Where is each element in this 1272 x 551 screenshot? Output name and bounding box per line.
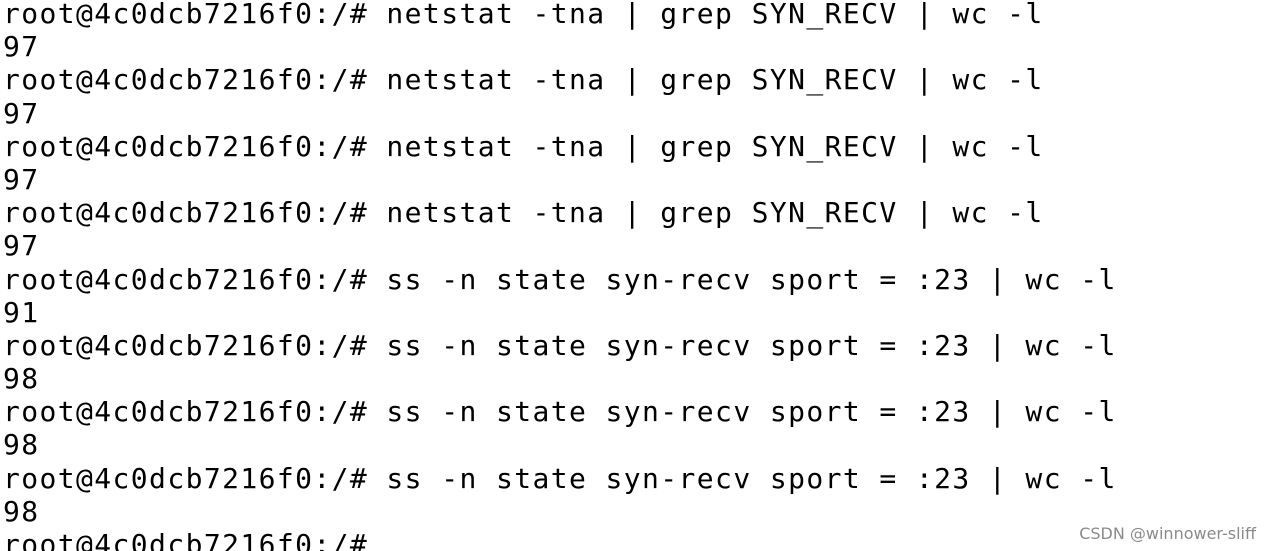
shell-prompt: root@4c0dcb7216f0:/# (3, 129, 369, 163)
terminal-line: root@4c0dcb7216f0:/# ss -n state syn-rec… (3, 462, 1117, 495)
terminal-line: root@4c0dcb7216f0:/# netstat -tna | grep… (3, 130, 1117, 163)
shell-command: netstat -tna | grep SYN_RECV | wc -l (386, 63, 1044, 97)
terminal-output: root@4c0dcb7216f0:/# netstat -tna | grep… (3, 0, 1117, 551)
terminal-line[interactable]: root@4c0dcb7216f0:/# (3, 528, 1117, 551)
terminal-line: root@4c0dcb7216f0:/# ss -n state syn-rec… (3, 395, 1117, 428)
shell-prompt: root@4c0dcb7216f0:/# (3, 262, 369, 296)
terminal-line: root@4c0dcb7216f0:/# ss -n state syn-rec… (3, 263, 1117, 296)
command-output: 97 (3, 229, 40, 263)
shell-prompt: root@4c0dcb7216f0:/# (3, 196, 369, 230)
shell-command: netstat -tna | grep SYN_RECV | wc -l (386, 129, 1044, 163)
shell-prompt: root@4c0dcb7216f0:/# (3, 63, 369, 97)
terminal-line: root@4c0dcb7216f0:/# netstat -tna | grep… (3, 0, 1117, 30)
shell-command: netstat -tna | grep SYN_RECV | wc -l (386, 0, 1044, 30)
shell-command: ss -n state syn-recv sport = :23 | wc -l (386, 461, 1117, 495)
terminal-line: root@4c0dcb7216f0:/# netstat -tna | grep… (3, 196, 1117, 229)
shell-prompt: root@4c0dcb7216f0:/# (3, 0, 369, 30)
shell-command: ss -n state syn-recv sport = :23 | wc -l (386, 262, 1117, 296)
terminal-line: root@4c0dcb7216f0:/# netstat -tna | grep… (3, 63, 1117, 96)
shell-prompt: root@4c0dcb7216f0:/# (3, 328, 369, 362)
shell-prompt: root@4c0dcb7216f0:/# (3, 528, 369, 551)
shell-command: netstat -tna | grep SYN_RECV | wc -l (386, 196, 1044, 230)
command-output: 97 (3, 162, 40, 196)
command-output: 97 (3, 96, 40, 130)
command-output: 98 (3, 494, 40, 528)
command-output: 97 (3, 30, 40, 64)
shell-prompt: root@4c0dcb7216f0:/# (3, 461, 369, 495)
shell-prompt: root@4c0dcb7216f0:/# (3, 395, 369, 429)
terminal-line: root@4c0dcb7216f0:/# ss -n state syn-rec… (3, 329, 1117, 362)
command-output: 98 (3, 428, 40, 462)
command-output: 91 (3, 295, 40, 329)
command-output: 98 (3, 362, 40, 396)
watermark: CSDN @winnower-sliff (1079, 524, 1256, 543)
shell-command: ss -n state syn-recv sport = :23 | wc -l (386, 328, 1117, 362)
shell-command: ss -n state syn-recv sport = :23 | wc -l (386, 395, 1117, 429)
